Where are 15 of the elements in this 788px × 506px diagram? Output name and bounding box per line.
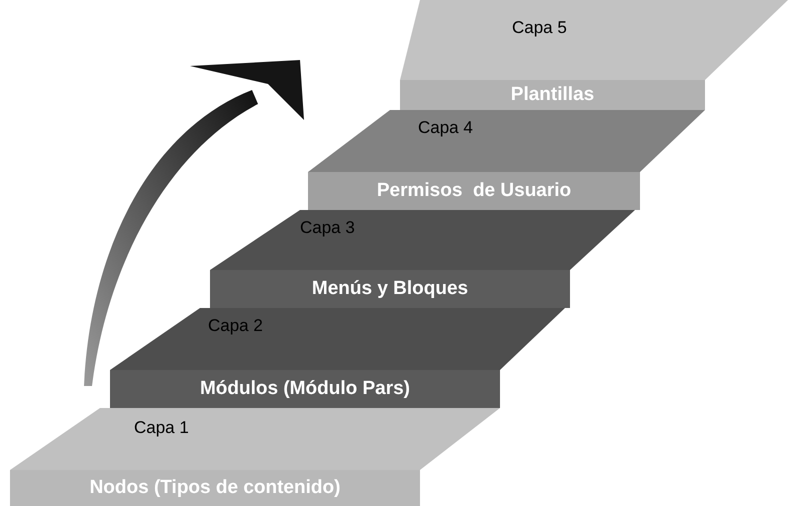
layer-label: Capa 4	[418, 118, 473, 138]
stair-step	[10, 408, 500, 506]
layer-label: Capa 1	[134, 418, 189, 438]
layer-label: Capa 5	[512, 18, 567, 38]
step-title: Módulos (Módulo Pars)	[198, 377, 412, 401]
stair-step	[210, 210, 635, 308]
step-title: Plantillas	[510, 83, 596, 107]
stair-step	[400, 0, 788, 110]
layer-label: Capa 3	[300, 218, 355, 238]
layer-label: Capa 2	[208, 316, 263, 336]
stair-step	[308, 110, 705, 210]
stair-step	[110, 308, 565, 408]
step-title: Menús y Bloques	[310, 277, 470, 301]
step-title: Permisos de Usuario	[376, 179, 572, 203]
step-title: Nodos (Tipos de contenido)	[88, 476, 342, 500]
